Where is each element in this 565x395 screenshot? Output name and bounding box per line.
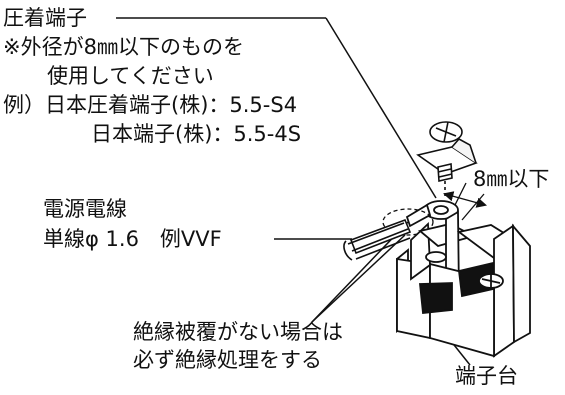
insulation-warning-line-1: 絶縁被覆がない場合は <box>133 320 343 344</box>
cable-strand-3 <box>355 237 411 260</box>
terminal-screw-left <box>425 251 447 263</box>
power-cable-drawing <box>343 218 412 261</box>
example-manufacturer-2: 日本端子(株)：5.5-4S <box>91 122 302 146</box>
terminal-barrel <box>405 203 432 228</box>
dimension-extension-right <box>461 193 485 221</box>
terminal-leader-diagonal <box>325 17 437 199</box>
cable-strand-2 <box>351 228 409 252</box>
screw-thread-b <box>438 173 453 178</box>
dimension-label: 8㎜以下 <box>473 167 550 191</box>
power-cable-label: 電源電線 <box>43 197 127 221</box>
screw-slot-b <box>443 121 449 143</box>
screw-assembly <box>416 121 478 198</box>
terminal-block-label: 端子台 <box>455 364 518 388</box>
screw-shank <box>437 163 453 182</box>
cable-strand-1 <box>347 222 405 245</box>
crimp-terminal <box>382 200 459 236</box>
insulation-dashed-circle <box>382 208 434 236</box>
cable-specification: 単線φ 1.6 例VVF <box>43 227 222 251</box>
dimension-arrow <box>442 191 488 208</box>
terminal-ring-hole <box>433 205 449 215</box>
block-right-side <box>512 223 531 344</box>
outer-diameter-note: ※外径が8㎜以下のものを <box>3 35 244 59</box>
use-note: 使用してください <box>47 64 214 88</box>
insulation-leader-left <box>311 234 406 323</box>
block-right-barrier <box>493 224 515 358</box>
screw-thread-a <box>437 168 452 173</box>
washer-lip <box>451 137 477 164</box>
block-dark-cavity <box>419 282 453 314</box>
cable-end <box>343 240 353 261</box>
crimp-terminal-label: 圧着端子 <box>3 6 87 30</box>
terminal-block-drawing <box>396 210 531 358</box>
example-manufacturer-1: 例）日本圧着端子(株)：5.5-S4 <box>3 93 298 117</box>
insulation-warning-line-2: 必ず絶縁処理をする <box>133 348 322 372</box>
